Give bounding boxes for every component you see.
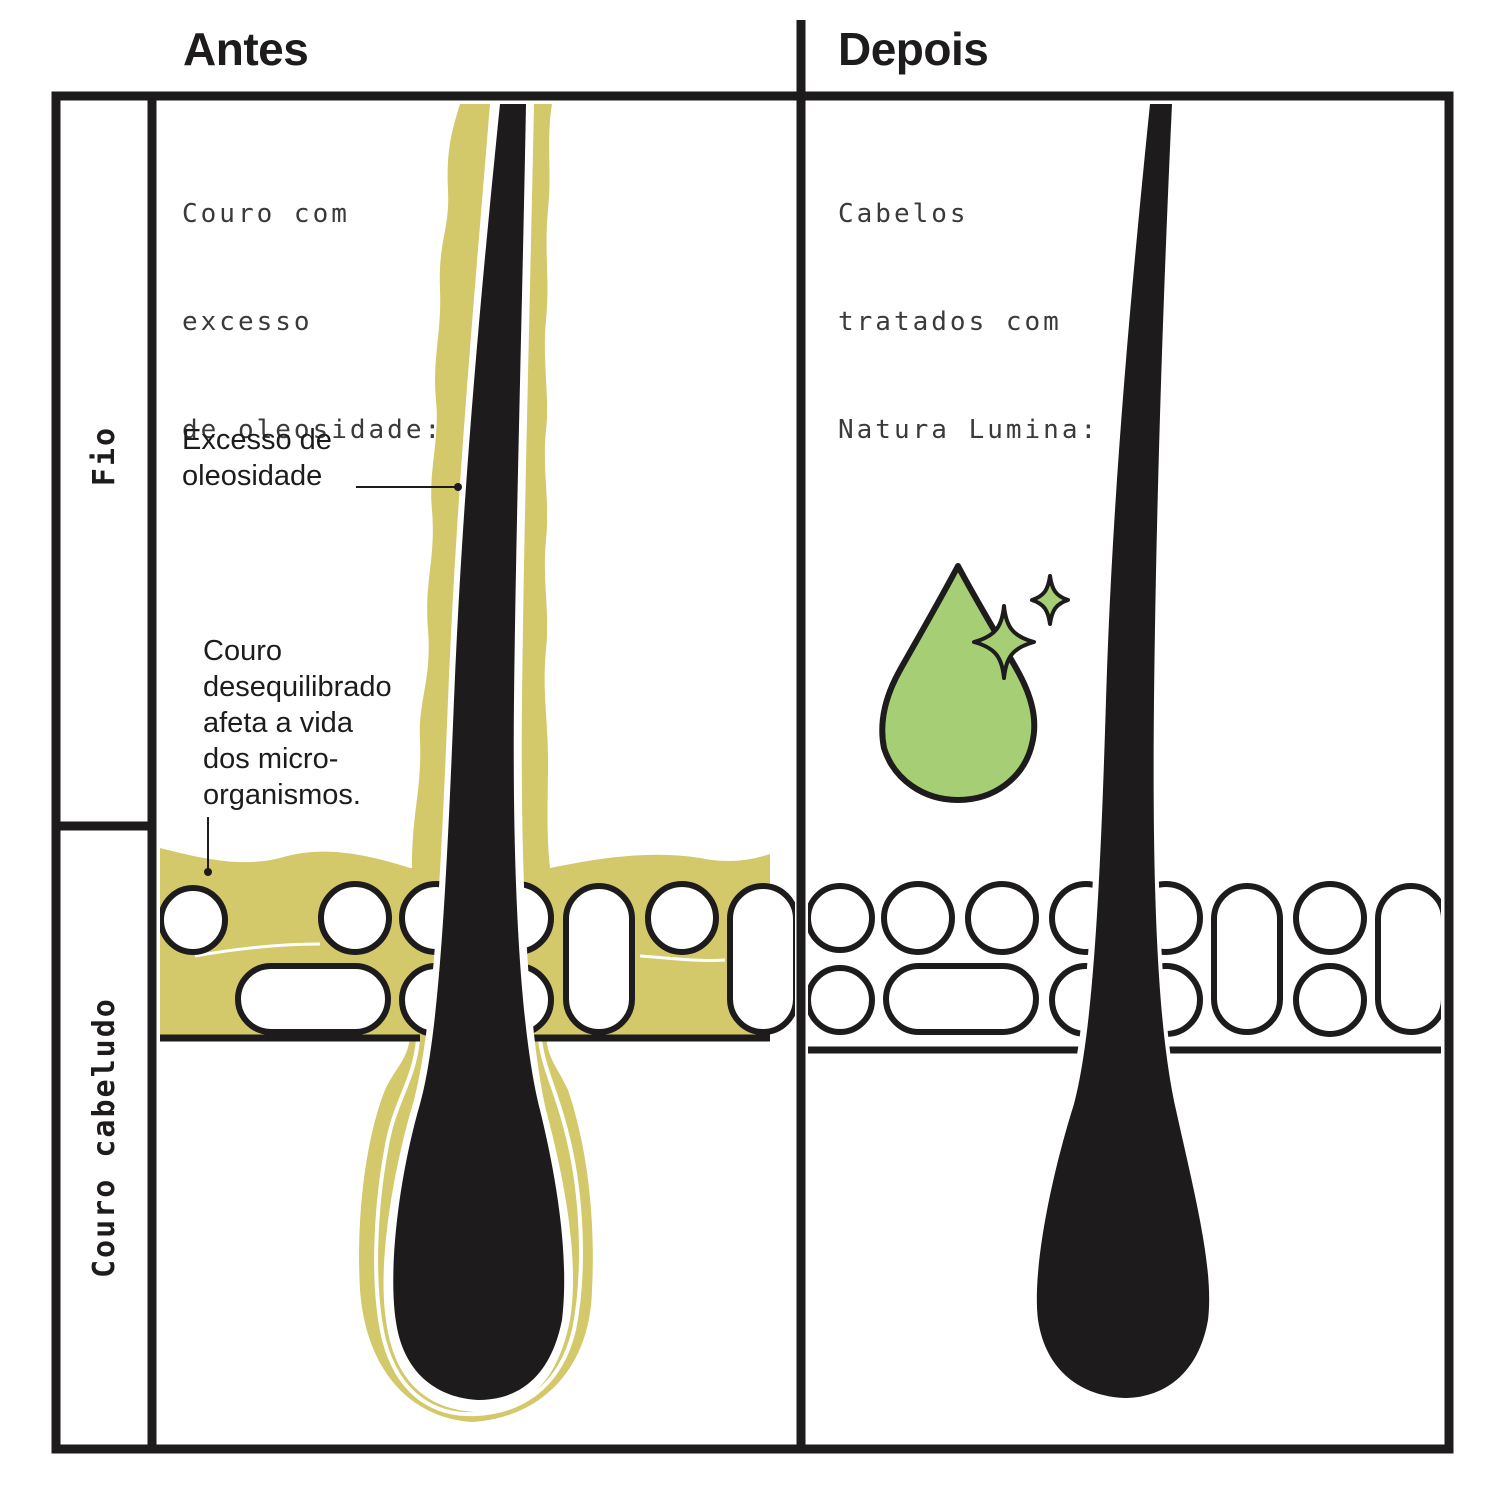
strand-side-label: Fio: [87, 425, 122, 487]
before-note-line: de oleosidade:: [182, 415, 444, 445]
after-heading: Depois: [838, 23, 989, 75]
after-panel-art: [808, 104, 1441, 1404]
callout-scalp-line-text: afeta a vida: [203, 707, 353, 739]
oil-inner-line: [194, 942, 321, 958]
before-panel-art: [160, 104, 795, 1422]
before-note-line: Couro com: [182, 199, 350, 229]
before-note: Couro com excesso de oleosidade:: [182, 124, 443, 520]
oil-drop-icon: [879, 563, 1038, 803]
callout-scalp-line-text: dos micro-: [203, 743, 339, 775]
after-note-line: Natura Lumina:: [838, 415, 1100, 445]
sparkle-icon: [972, 604, 1036, 680]
before-heading: Antes: [183, 23, 309, 75]
after-note: Cabelos tratados com Natura Lumina:: [838, 124, 1099, 520]
follicle-inner-line: [374, 1039, 583, 1417]
sparkle-icon: [1030, 574, 1070, 626]
callout-oil-text: Excesso de oleosidade: [182, 422, 332, 494]
callout-scalp-text: Couro desequilibrado afeta a vida dos mi…: [203, 633, 392, 813]
callout-oil-line-text: Excesso de: [182, 424, 332, 456]
scalp-side-label: Couro cabeludo: [87, 997, 122, 1278]
after-note-line: Cabelos: [838, 199, 969, 229]
hair-strand-icon: [1036, 104, 1210, 1398]
hair-strand-icon: [393, 104, 565, 1400]
callout-scalp-line-text: Couro: [203, 635, 282, 667]
before-note-line: excesso: [182, 307, 313, 337]
callout-oil-line-text: oleosidade: [182, 460, 323, 492]
callout-scalp-line-text: organismos.: [203, 779, 361, 811]
frame: [51, 20, 1454, 1454]
callout-scalp-line-text: desequilibrado: [203, 671, 392, 703]
after-note-line: tratados com: [838, 307, 1062, 337]
